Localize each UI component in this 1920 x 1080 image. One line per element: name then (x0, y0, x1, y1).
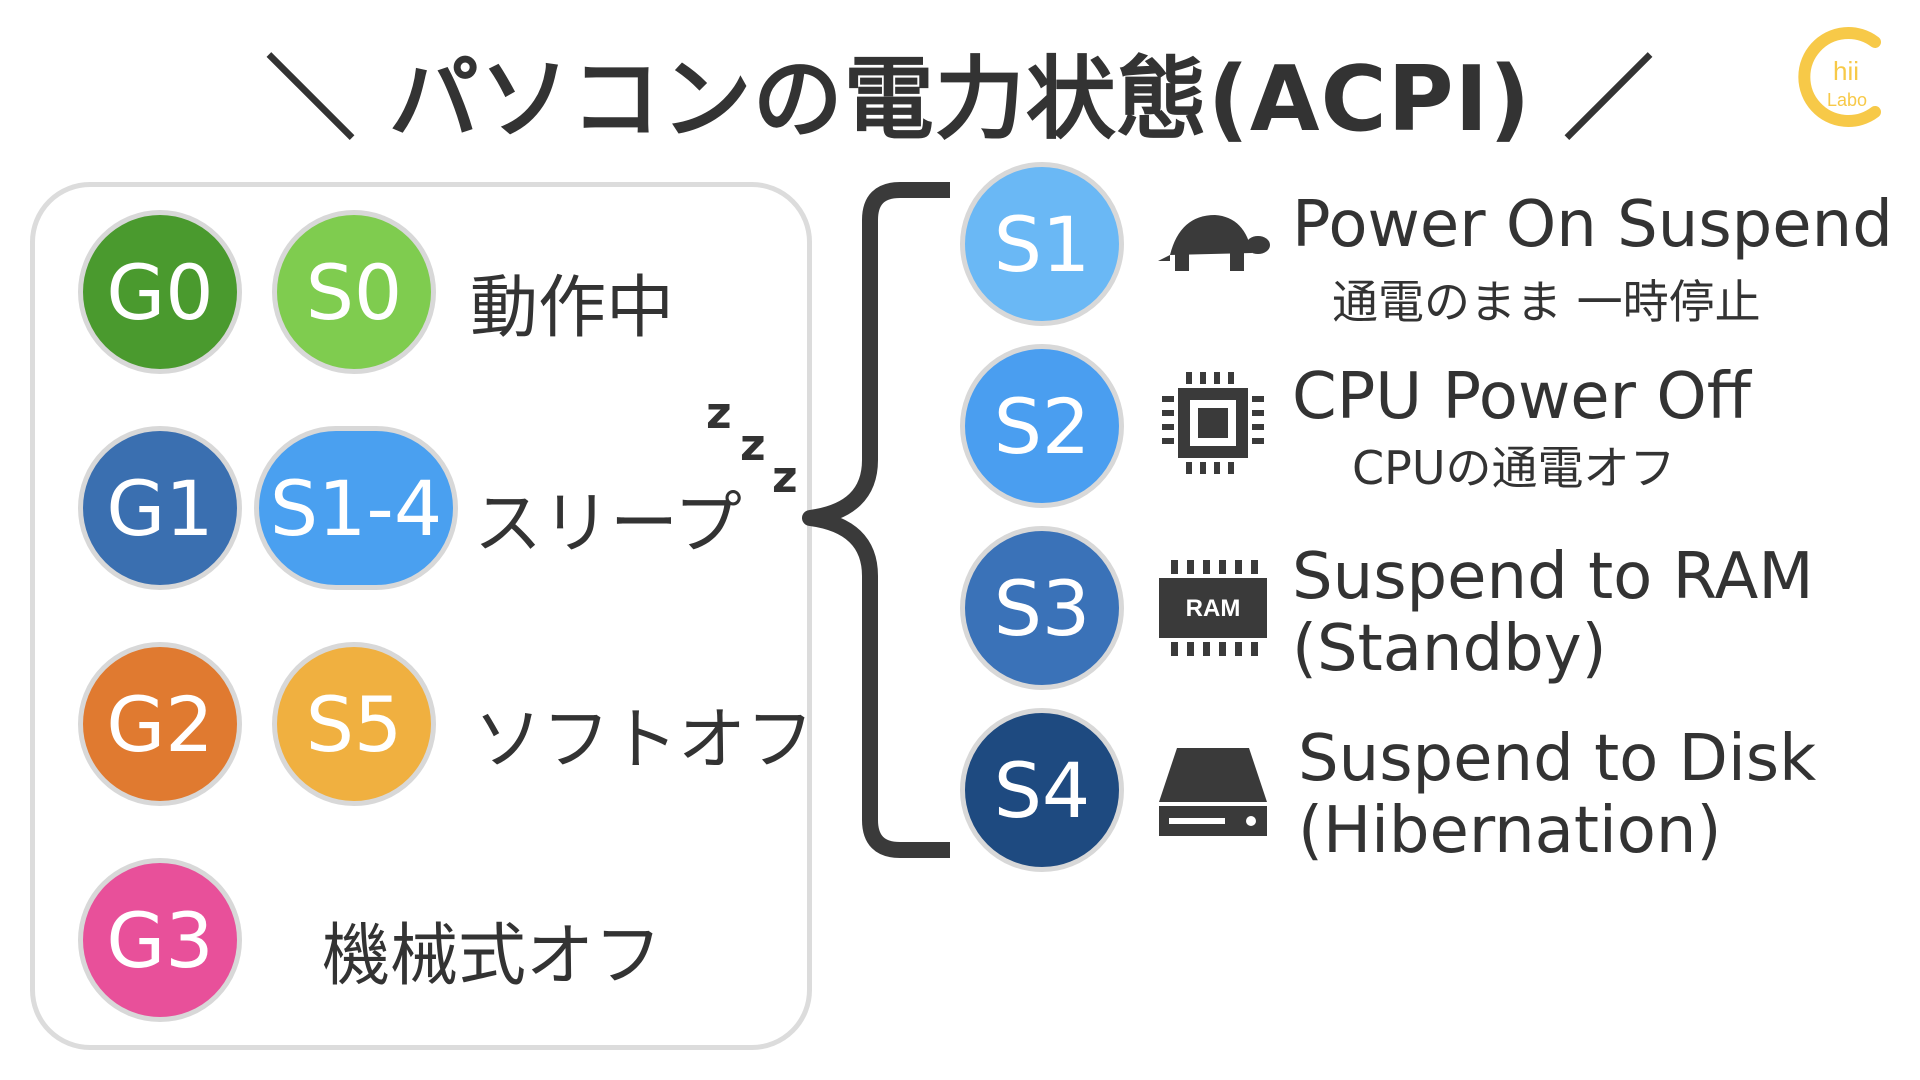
cpu-icon (1162, 372, 1264, 474)
g1-circle: G1 (78, 426, 242, 590)
label-soft-off: ソフトオフ (474, 701, 815, 780)
logo-text-top: hii (1833, 56, 1859, 86)
g3-circle: G3 (78, 858, 242, 1022)
hii-labo-logo: hii Labo (1798, 27, 1881, 127)
label-sleep: スリープ (474, 485, 742, 564)
s4-name: Suspend to Disk (1298, 722, 1817, 796)
s3-desc: (Standby) (1292, 612, 1607, 686)
ram-icon-label: RAM (1186, 595, 1241, 622)
turtle-icon (1158, 215, 1270, 271)
s3-name: Suspend to RAM (1292, 540, 1814, 614)
hdd-icon (1159, 748, 1267, 836)
s4-circle: S4 (960, 708, 1124, 872)
logo-text-bottom: Labo (1827, 90, 1867, 110)
zzz-3: z (772, 452, 798, 503)
zzz-2: z (740, 420, 766, 471)
curly-brace (802, 182, 950, 858)
s5-circle: S5 (272, 642, 436, 806)
s1-4-pill: S1-4 (254, 426, 458, 590)
zzz-1: z (706, 388, 732, 439)
s4-desc: (Hibernation) (1298, 794, 1722, 868)
ram-icon: RAM (1159, 560, 1267, 656)
s2-desc: CPUの通電オフ (1352, 441, 1676, 495)
s2-name: CPU Power Off (1292, 360, 1751, 434)
g2-circle: G2 (78, 642, 242, 806)
s0-circle: S0 (272, 210, 436, 374)
s3-circle: S3 (960, 526, 1124, 690)
s1-name: Power On Suspend (1292, 188, 1893, 262)
s1-circle: S1 (960, 162, 1124, 326)
s1-desc: 通電のまま 一時停止 (1332, 275, 1761, 329)
s2-circle: S2 (960, 344, 1124, 508)
g0-circle: G0 (78, 210, 242, 374)
label-working: 動作中 (470, 269, 675, 348)
page-title: ＼ パソコンの電力状態(ACPI) ／ (265, 47, 1655, 152)
label-mechanical-off: 機械式オフ (322, 917, 663, 996)
